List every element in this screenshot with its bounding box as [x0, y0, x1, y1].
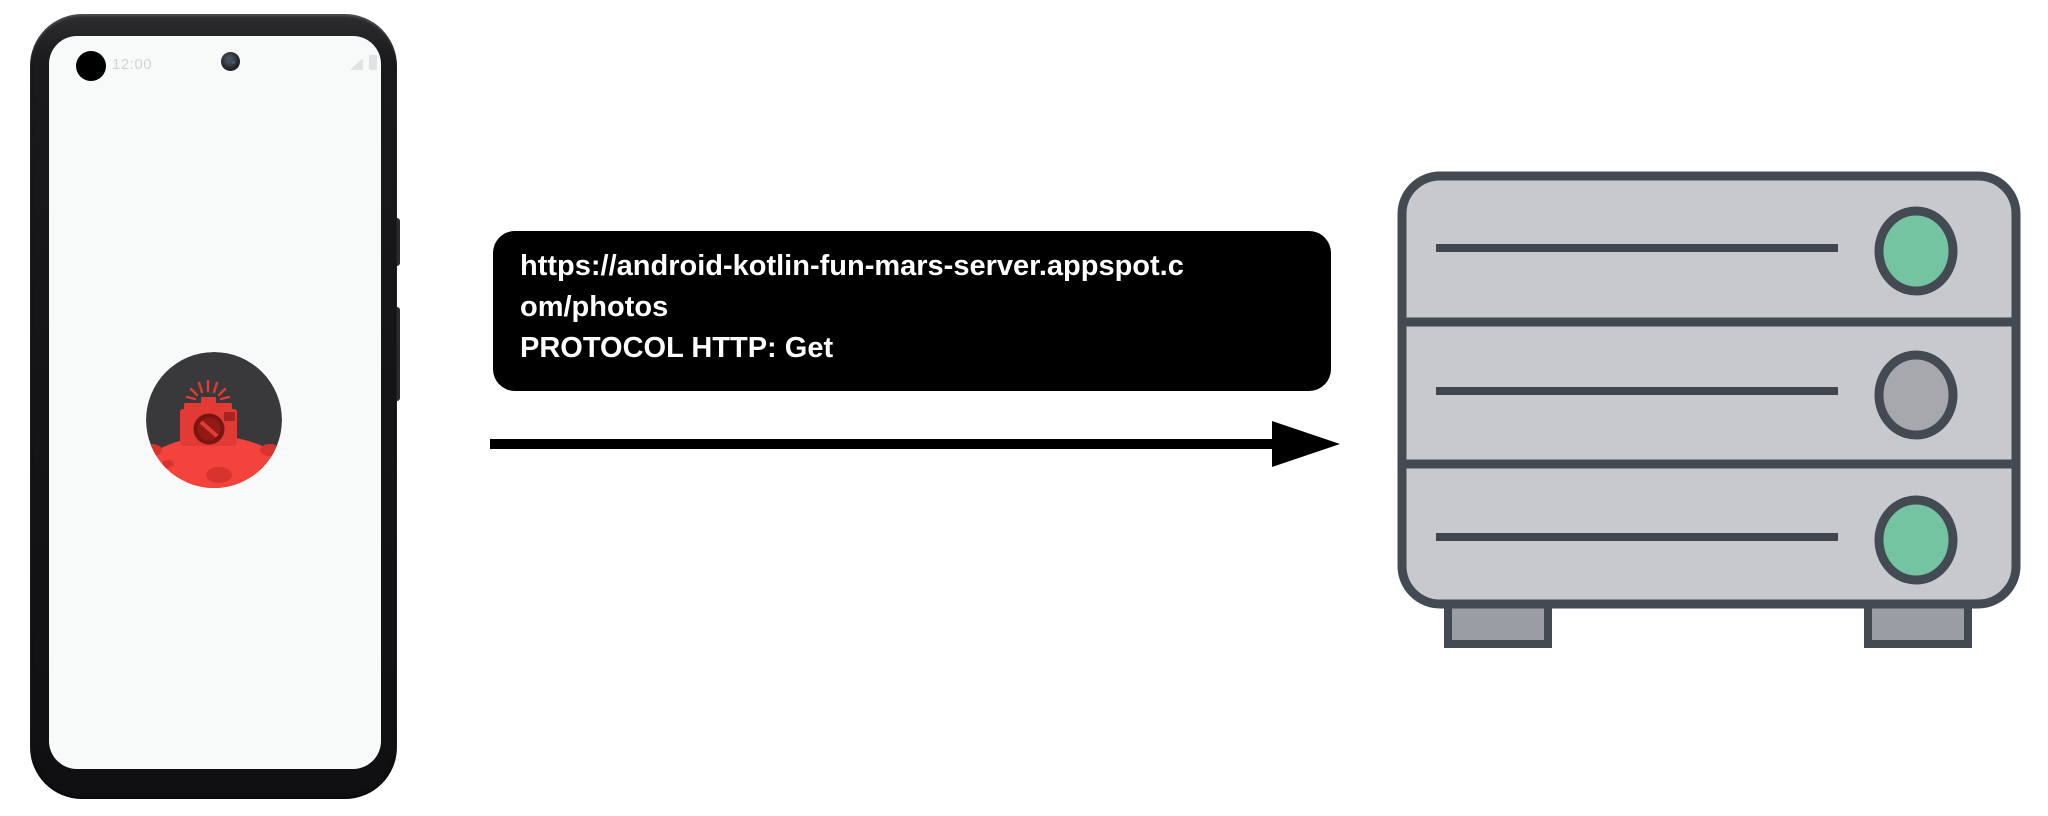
- server-rack-2: [1436, 350, 1958, 440]
- http-request-box: https://android-kotlin-fun-mars-server.a…: [493, 231, 1331, 391]
- phone-mockup: 12:00: [30, 14, 400, 799]
- server-rack-1: [1436, 206, 1958, 296]
- server-rack-3: [1436, 495, 1958, 585]
- request-url-line-2: om/photos: [520, 291, 669, 323]
- status-dot: [76, 51, 106, 81]
- request-url-line-1: https://android-kotlin-fun-mars-server.a…: [520, 250, 1184, 282]
- status-time: 12:00: [112, 56, 153, 73]
- phone-screen: 12:00: [49, 36, 381, 769]
- camera-icon: [180, 379, 237, 446]
- battery-icon: [369, 55, 377, 70]
- rack-indicator-light: [1874, 495, 1958, 585]
- rack-indicator-light: [1874, 206, 1958, 296]
- rack-indicator-light: [1874, 350, 1958, 440]
- flash-rays: [185, 379, 231, 401]
- signal-icon: [350, 58, 363, 70]
- request-protocol-line: PROTOCOL HTTP: Get: [520, 332, 834, 364]
- server-icon: [1397, 171, 2021, 648]
- mars-photos-app-icon: [146, 352, 282, 488]
- camera-hole-icon: [221, 52, 240, 71]
- request-arrow-right-icon: [490, 421, 1340, 467]
